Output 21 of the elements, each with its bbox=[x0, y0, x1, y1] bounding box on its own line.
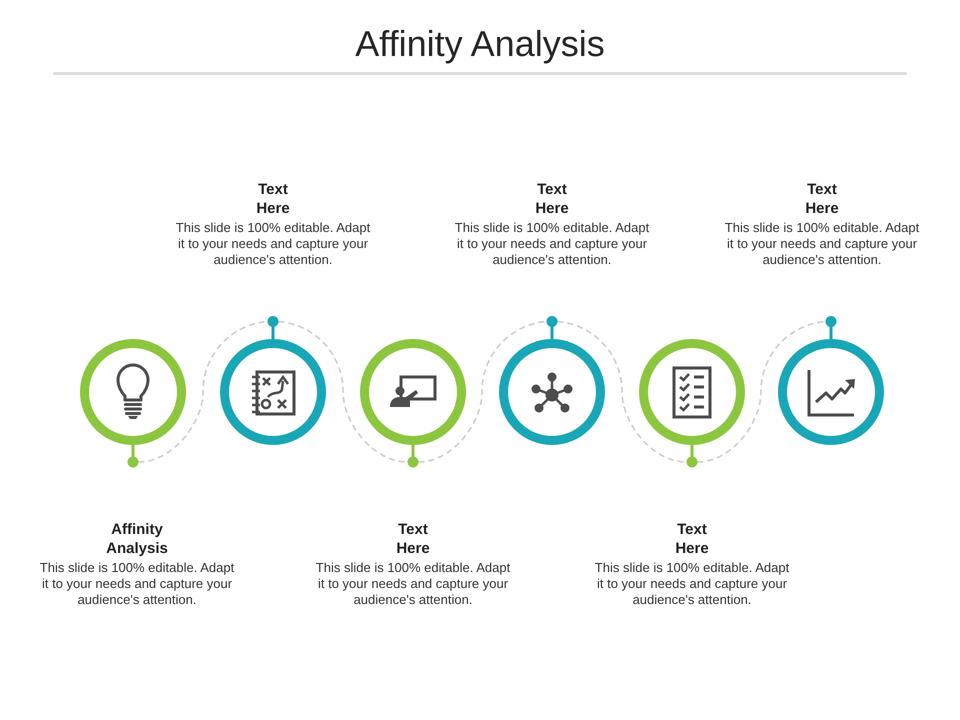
step-description: This slide is 100% editable. Adapt it to your needs and capture your audience's attention. bbox=[174, 220, 372, 268]
ring-node bbox=[778, 316, 884, 445]
step-heading: Text Here bbox=[805, 180, 839, 218]
step-heading: Affinity Analysis bbox=[106, 520, 168, 558]
step-description: This slide is 100% editable. Adapt it to your needs and capture your audience's attention. bbox=[724, 220, 920, 268]
step-heading: Text Here bbox=[535, 180, 569, 218]
ring-node bbox=[639, 339, 745, 468]
step-description: This slide is 100% editable. Adapt it to your needs and capture your audience's attention. bbox=[38, 560, 236, 608]
ring-node bbox=[80, 339, 186, 468]
step-description: This slide is 100% editable. Adapt it to your needs and capture your audience's attention. bbox=[314, 560, 512, 608]
dashed-connector bbox=[697, 320, 826, 463]
step-heading: Text Here bbox=[396, 520, 430, 558]
step-description: This slide is 100% editable. Adapt it to your needs and capture your audience's attention. bbox=[594, 560, 790, 608]
ring-node bbox=[360, 339, 466, 468]
ring-node bbox=[220, 316, 326, 445]
dashed-connector bbox=[418, 320, 547, 463]
step-heading: Text Here bbox=[675, 520, 709, 558]
slide-title: Affinity Analysis bbox=[355, 23, 605, 64]
ring-node bbox=[499, 316, 605, 445]
step-description: This slide is 100% editable. Adapt it to your needs and capture your audience's attention. bbox=[454, 220, 650, 268]
step-heading: Text Here bbox=[256, 180, 290, 218]
